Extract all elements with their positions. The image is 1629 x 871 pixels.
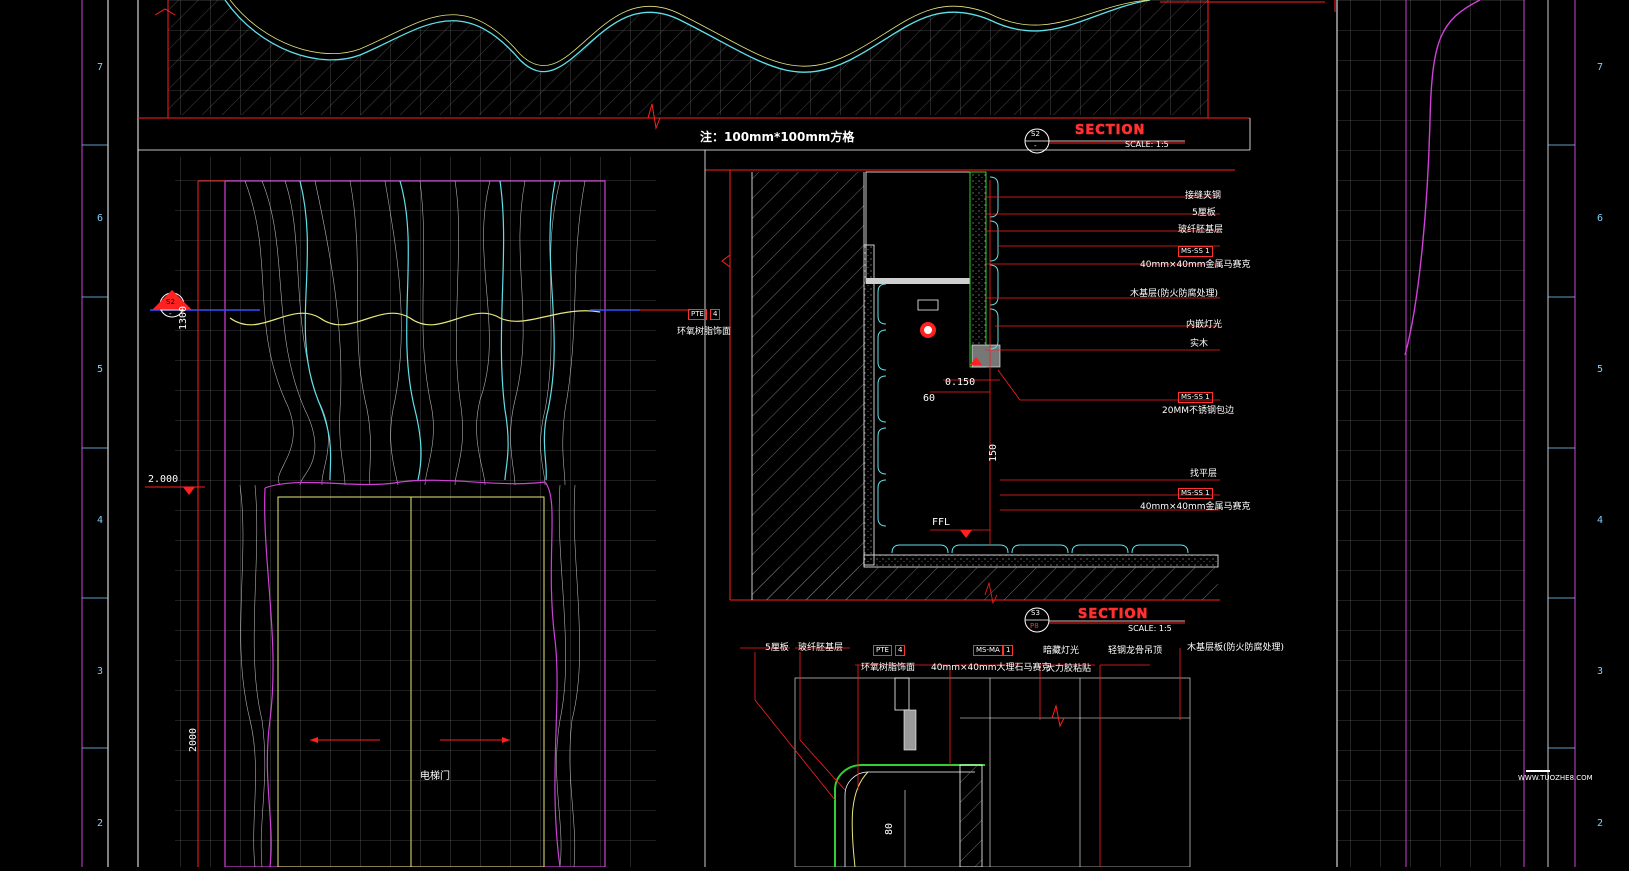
s2-label-5: 大力胶粘贴 xyxy=(1046,664,1092,674)
elevation-bubble-top: S2 xyxy=(166,298,175,306)
grid-note: 注：100mm*100mm方格 xyxy=(700,130,855,144)
right-ruler-num-5: 5 xyxy=(1597,364,1604,375)
right-ruler-num-2: 2 xyxy=(1597,818,1604,829)
s2-bubble-bottom: - xyxy=(1034,142,1037,150)
elevation-tag-num: 4 xyxy=(710,309,721,320)
ffl-label: FFL xyxy=(932,517,951,528)
right-ruler-num-3: 3 xyxy=(1597,666,1604,677)
s1-label-1: 5厘板 xyxy=(1192,208,1216,218)
s1-label-8: 找平层 xyxy=(1190,469,1218,479)
s2-label-1: 玻纤胚基层 xyxy=(798,643,844,653)
left-ruler-num-2: 2 xyxy=(97,818,104,829)
elevation-tag-code: PTE xyxy=(688,309,707,320)
section-s3-scale: SCALE: 1:5 xyxy=(1128,624,1172,633)
s2-tag-pte: PTE xyxy=(873,645,892,656)
level-label: 2.000 xyxy=(148,474,179,485)
dim-150: 150 xyxy=(988,443,999,462)
elevation-bubble-bottom: - xyxy=(169,310,172,318)
section-1-detail xyxy=(704,150,1235,867)
s1-label-6: 实木 xyxy=(1190,339,1209,349)
s2-label-7: 木基层板(防火防腐处理) xyxy=(1187,643,1285,653)
watermark-logo-icon xyxy=(1526,758,1550,772)
s2-label-2: 环氧树脂饰面 xyxy=(861,663,916,673)
section-s3-title: SECTION xyxy=(1078,607,1149,623)
s2-label-3: 40mm×40mm大理石马赛克 xyxy=(931,663,1051,673)
left-ruler xyxy=(81,0,139,867)
section-s2-title: SECTION xyxy=(1075,123,1146,139)
right-ruler-num-6: 6 xyxy=(1597,213,1604,224)
dim-80: 80 xyxy=(884,822,895,835)
s2-label-6: 轻钢龙骨吊顶 xyxy=(1108,646,1163,656)
s2-tag-ms-num: 1 xyxy=(1003,645,1014,656)
right-ruler-num-4: 4 xyxy=(1597,515,1604,526)
s2-label-0: 5厘板 xyxy=(765,643,789,653)
s2-tag-ms: MS-MA xyxy=(973,645,1003,656)
dim-0150: 0.150 xyxy=(945,377,976,388)
right-ruler-num-7: 7 xyxy=(1597,62,1604,73)
s3-bubble-top: S3 xyxy=(1031,609,1040,617)
s1-label-2: 玻纤胚基层 xyxy=(1178,225,1224,235)
s1-label-7: 20MM不锈钢包边 xyxy=(1162,406,1234,416)
section-2-detail xyxy=(740,647,1191,868)
dim-60: 60 xyxy=(923,393,936,404)
right-ruler xyxy=(1523,0,1576,867)
s2-bubble-top: S2 xyxy=(1031,130,1040,138)
left-ruler-num-5: 5 xyxy=(97,364,104,375)
s2-label-4: 暗藏灯光 xyxy=(1043,646,1080,656)
s1-label-4: 木基层(防火防腐处理) xyxy=(1130,289,1219,299)
top-elevation xyxy=(138,0,1336,151)
left-ruler-num-7: 7 xyxy=(97,62,104,73)
s1-label-3: 40mm×40mm金属马赛克 xyxy=(1140,260,1251,270)
s2-tag-pte-num: 4 xyxy=(895,645,906,656)
dim-2000: 2000 xyxy=(188,727,199,752)
s1-label-9: 40mm×40mm金属马赛克 xyxy=(1140,502,1251,512)
s1-label-5: 内嵌灯光 xyxy=(1186,320,1223,330)
watermark-text: WWW.TUOZHE8.COM xyxy=(1518,774,1593,782)
s1-tag-0: MS-SS 1 xyxy=(1178,246,1213,257)
s1-tag-1: MS-SS 1 xyxy=(1178,392,1213,403)
door-label: 电梯门 xyxy=(420,771,450,782)
section-s2-marker xyxy=(1024,128,1185,154)
section-s2-scale: SCALE: 1:5 xyxy=(1125,140,1169,149)
left-ruler-num-3: 3 xyxy=(97,666,104,677)
s1-label-0: 接缝夹钢 xyxy=(1185,191,1222,201)
left-elevation xyxy=(145,157,690,868)
s1-tag-2: MS-SS 1 xyxy=(1178,488,1213,499)
left-ruler-num-6: 6 xyxy=(97,213,104,224)
watermark-block: WWW.TUOZHE8.COM xyxy=(1518,758,1604,790)
s3-bubble-bottom: P8 xyxy=(1030,622,1039,630)
left-ruler-num-4: 4 xyxy=(97,515,104,526)
section-s3-marker xyxy=(1024,607,1185,633)
elevation-tag-desc: 环氧树脂饰面 xyxy=(677,327,732,337)
dim-1300: 1300 xyxy=(178,305,189,330)
right-grid-panel xyxy=(1336,0,1525,867)
